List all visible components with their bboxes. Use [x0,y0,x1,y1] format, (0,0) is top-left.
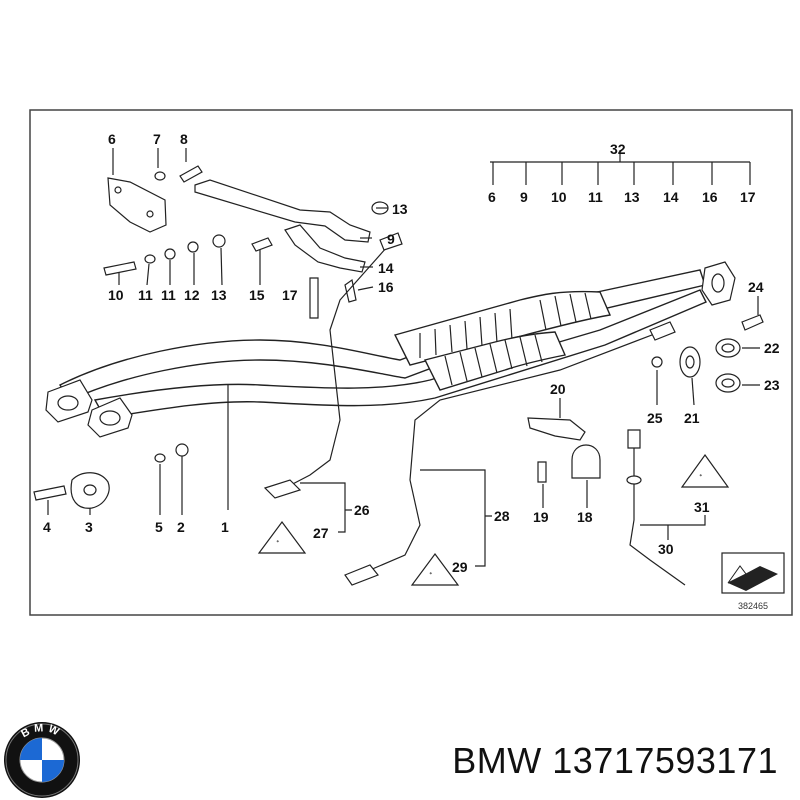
label-9: 9 [520,189,528,205]
label-17b: 17 [282,287,298,303]
label-31: 31 [694,499,710,515]
label-6b: 6 [488,189,496,205]
label-14b: 14 [378,260,394,276]
label-11b: 11 [138,287,153,303]
label-28: 28 [494,508,510,524]
exhaust-pipe-assembly [45,261,736,438]
label-6: 6 [108,131,116,147]
label-8: 8 [180,131,188,147]
label-30: 30 [658,541,674,557]
label-10b: 10 [108,287,124,303]
label-3: 3 [85,519,93,535]
label-18: 18 [577,509,593,525]
label-5: 5 [155,519,163,535]
label-29: 29 [452,559,468,575]
label-1: 1 [221,519,229,535]
label-4: 4 [43,519,51,535]
label-15: 15 [249,287,265,303]
label-27: 27 [313,525,329,541]
part-labels: 6 7 8 32 6 9 10 11 13 14 16 17 13 9 14 1… [43,131,780,611]
label-26: 26 [354,502,370,518]
label-10: 10 [551,189,567,205]
oxygen-sensor-26 [263,232,403,499]
drawing-number: 382465 [738,601,768,611]
right-side-parts [527,314,764,586]
label-21: 21 [684,410,700,426]
label-19: 19 [533,509,549,525]
label-9b: 9 [387,231,395,247]
label-2: 2 [177,519,185,535]
label-23: 23 [764,377,780,393]
svg-text:ᐩ: ᐩ [276,538,280,548]
label-17: 17 [740,189,756,205]
warning-triangle-29: ᐩ [410,552,460,586]
label-11: 11 [588,189,603,205]
label-20: 20 [550,381,566,397]
label-13c: 13 [211,287,227,303]
label-11c: 11 [161,287,176,303]
label-13b: 13 [392,201,408,217]
view-direction-box [721,552,785,594]
part-title: BMW 13717593171 [452,740,778,781]
label-16: 16 [702,189,718,205]
label-24: 24 [748,279,764,295]
label-12: 12 [184,287,200,303]
catalytic-converter-upper [393,290,611,366]
catalytic-converter-lower [423,331,566,391]
svg-text:ᐩ: ᐩ [429,570,433,580]
front-flange-left [45,379,93,423]
label-22: 22 [764,340,780,356]
hardware-row [103,234,273,276]
label-16b: 16 [378,279,394,295]
label-7: 7 [153,131,161,147]
warning-triangle-27: ᐩ [257,520,307,554]
bracket-parts [107,165,389,319]
warning-triangle-31: ᐩ [680,453,730,488]
leader-lines [47,148,760,567]
svg-text:ᐩ: ᐩ [699,472,703,482]
rear-flange [701,261,736,306]
label-32: 32 [610,141,626,157]
front-hardware [33,443,189,509]
oxygen-sensor-28 [344,321,676,586]
label-25: 25 [647,410,663,426]
front-flange-right [87,397,133,438]
label-13: 13 [624,189,640,205]
bmw-logo: BMW [4,722,80,798]
label-14: 14 [663,189,679,205]
